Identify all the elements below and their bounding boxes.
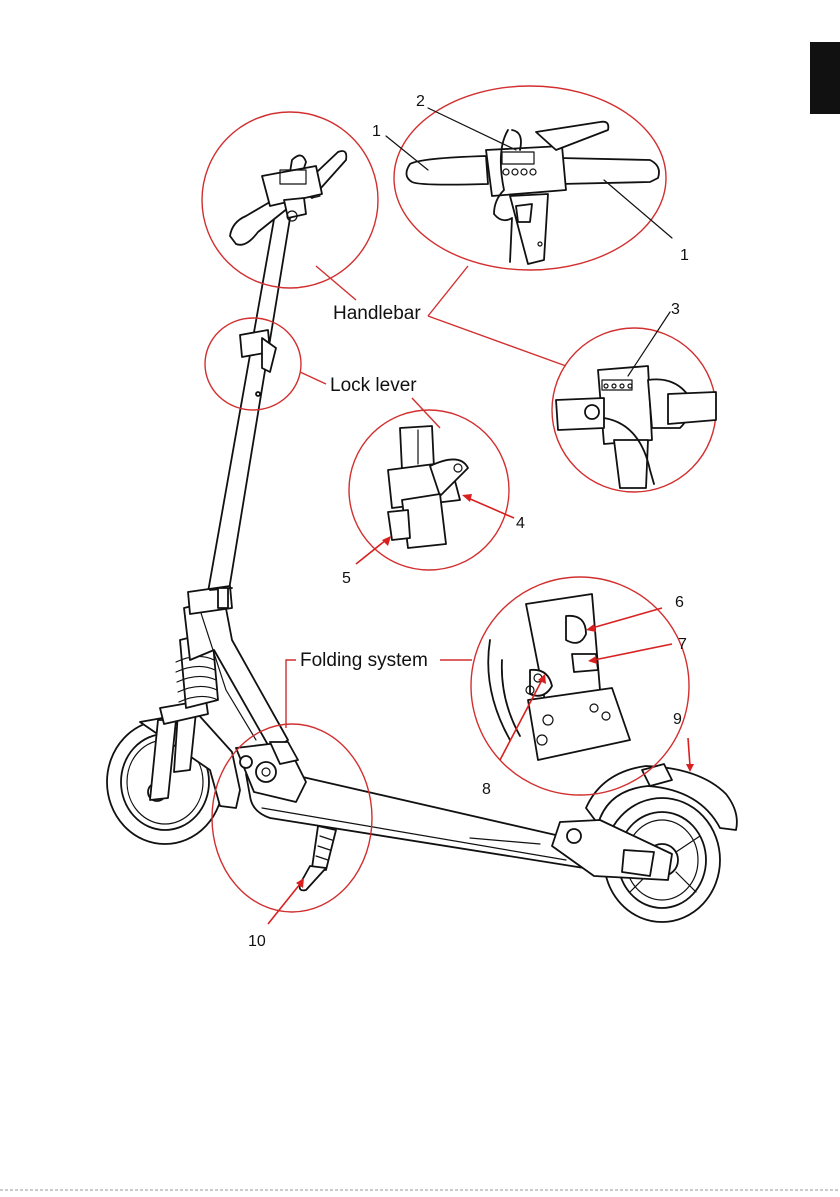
lock-lever-detail: [388, 426, 468, 548]
callout-5-latch: 5: [342, 570, 351, 587]
callout-6-folding-slot: 6: [675, 594, 684, 611]
handlebar-large-detail: [406, 122, 659, 264]
folding-joint: [236, 742, 306, 802]
callout-10-kickstand: 10: [248, 933, 266, 950]
callout-8-folding-pin: 8: [482, 781, 491, 798]
label-lock-lever: Lock lever: [330, 375, 417, 396]
callout-1-left-grip: 1: [372, 123, 381, 140]
display-detail: [556, 366, 716, 488]
callout-7-folding-hook: 7: [678, 636, 687, 653]
callout-3-buttons: 3: [671, 301, 680, 318]
chapter-tab-marker: [810, 42, 840, 114]
label-handlebar: Handlebar: [333, 303, 421, 324]
kickstand: [300, 826, 336, 890]
callout-1-right-grip: 1: [680, 247, 689, 264]
folding-detail: [488, 594, 630, 760]
callout-2-display: 2: [416, 93, 425, 110]
callout-4-lock-lever: 4: [516, 515, 525, 532]
label-folding-system: Folding system: [300, 650, 428, 671]
stem-tube: [188, 206, 292, 614]
callout-9-rear-fender: 9: [673, 711, 682, 728]
